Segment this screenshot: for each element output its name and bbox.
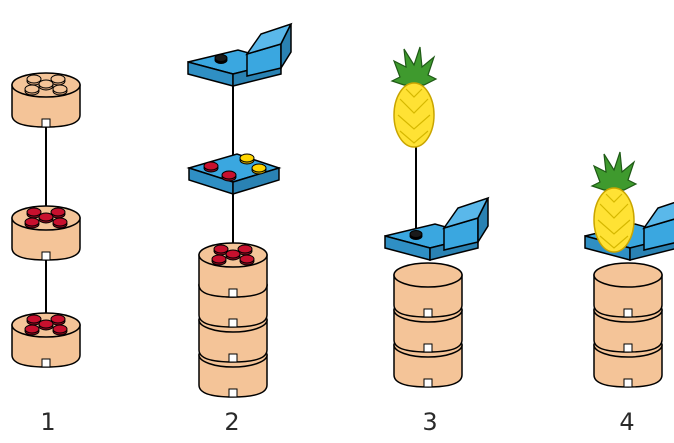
round-brick-icon [11,205,81,261]
round-brick-icon [593,262,663,318]
step-1-assembly [11,72,81,368]
step-number-4: 4 [619,408,635,436]
step-3-assembly [384,46,489,388]
chair-plate-icon [187,23,292,87]
round-brick-icon [393,262,463,318]
chair-plate-icon [384,197,489,261]
step-number-3: 3 [422,408,438,436]
step-number-2: 2 [224,408,240,436]
round-brick-icon [11,72,81,128]
pineapple-icon [391,46,437,148]
step-2-assembly [186,23,292,398]
pineapple-icon [591,151,637,253]
step-number-1: 1 [40,408,56,436]
round-brick-icon [11,312,81,368]
plate-icon [186,153,282,196]
step-4-assembly [584,151,674,388]
round-brick-icon [198,242,268,298]
